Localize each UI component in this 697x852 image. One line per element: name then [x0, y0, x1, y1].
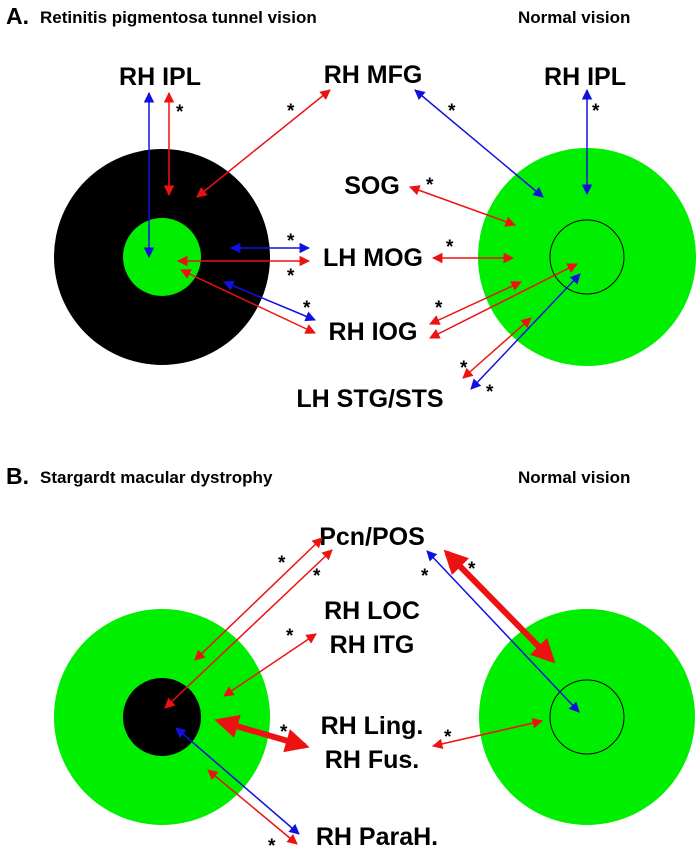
star: *	[287, 231, 295, 252]
stargardt-central-scotoma	[123, 678, 201, 756]
star: *	[468, 559, 476, 580]
significance-markers-a: * * * * * * * * * * * *	[176, 101, 600, 403]
star: *	[176, 102, 184, 123]
arrow-rh-iog-left-red	[180, 269, 316, 334]
label-rh-parah: RH ParaH.	[316, 823, 438, 851]
arrow-ling-fus-right-red	[431, 717, 544, 750]
arrow-parah-red	[207, 769, 298, 845]
star: *	[303, 298, 311, 319]
star: *	[446, 237, 454, 258]
arrow-lh-stg-blue	[470, 273, 581, 390]
star: *	[444, 727, 452, 748]
panel-a-right-title: Normal vision	[518, 8, 630, 27]
label-lh-mog: LH MOG	[323, 244, 423, 272]
panel-b-left-title: Stargardt macular dystrophy	[40, 468, 273, 487]
label-rh-itg: RH ITG	[330, 631, 415, 659]
star: *	[287, 266, 295, 287]
arrow-rh-mfg-right-blue	[414, 89, 544, 198]
star: *	[486, 382, 494, 403]
panel-a-letter: A.	[6, 3, 29, 29]
star: *	[448, 101, 456, 122]
star: *	[268, 836, 276, 852]
star: *	[435, 298, 443, 319]
arrow-lh-stg-red	[462, 317, 532, 379]
label-pcn-pos: Pcn/POS	[319, 523, 425, 551]
star: *	[278, 553, 286, 574]
label-rh-loc: RH LOC	[324, 597, 420, 625]
star: *	[460, 358, 468, 379]
arrow-sog-red	[409, 185, 516, 227]
label-rh-ipl-left: RH IPL	[119, 63, 201, 91]
arrow-rh-mfg-left-red	[196, 89, 331, 198]
star: *	[280, 722, 288, 743]
panel-b-letter: B.	[6, 463, 29, 489]
star: *	[421, 566, 429, 587]
normal-central-field-b	[549, 679, 625, 755]
normal-central-field-a	[549, 219, 625, 295]
significance-markers-b: * * * * * * * *	[268, 553, 476, 852]
star: *	[286, 626, 294, 647]
star: *	[313, 566, 321, 587]
rp-central-preserved-vision	[123, 218, 201, 296]
star: *	[287, 101, 295, 122]
arrows-panel-b	[164, 537, 580, 845]
label-rh-ling: RH Ling.	[321, 712, 424, 740]
arrow-pcn-left-red-2	[164, 549, 333, 709]
star: *	[592, 101, 600, 122]
arrows-panel-a	[143, 88, 593, 390]
label-rh-fus: RH Fus.	[325, 746, 419, 774]
label-rh-ipl-right: RH IPL	[544, 63, 626, 91]
panel-a-left-title: Retinitis pigmentosa tunnel vision	[40, 8, 317, 27]
panel-b-right-title: Normal vision	[518, 468, 630, 487]
label-rh-iog: RH IOG	[329, 318, 418, 346]
label-sog: SOG	[344, 172, 400, 200]
arrow-pcn-right-thick-red	[443, 549, 556, 664]
label-rh-mfg: RH MFG	[324, 61, 423, 89]
label-lh-stg-sts: LH STG/STS	[296, 385, 443, 413]
star: *	[426, 175, 434, 196]
arrow-pcn-left-red-1	[194, 537, 323, 661]
arrow-loc-itg-red	[223, 633, 317, 697]
